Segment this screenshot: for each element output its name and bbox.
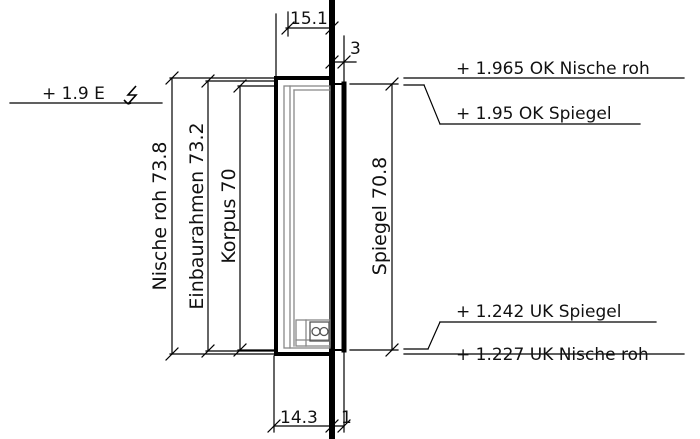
mirror-height-dimension	[349, 77, 399, 357]
lightning-bolt-icon	[123, 85, 138, 105]
bottom-width-dimension	[267, 351, 351, 433]
mirror-height-label: Spiegel 70.8	[369, 157, 391, 275]
uk-niche-level: + 1.227 UK Nische roh	[456, 345, 649, 365]
niche-raw-height-label: Nische roh 73.8	[149, 141, 171, 290]
frame-height-label: Einbaurahmen 73.2	[186, 122, 208, 309]
bottom-offset-label: 1	[341, 408, 352, 428]
vertical-dimensions-left	[165, 71, 277, 361]
top-width-dimension	[275, 11, 339, 77]
ok-niche-level: + 1.965 OK Nische roh	[456, 59, 650, 79]
mirror-offset-label: 3	[350, 39, 361, 59]
mirror-offset-dimension	[325, 35, 357, 83]
uk-mirror-level: + 1.242 UK Spiegel	[456, 302, 621, 322]
top-width-label: 15.1	[290, 9, 328, 29]
body-height-label: Korpus 70	[218, 168, 240, 263]
level-leaders	[403, 77, 685, 355]
socket-icon	[309, 321, 330, 342]
ok-mirror-level: + 1.95 OK Spiegel	[456, 104, 612, 124]
electric-level-label: + 1.9 E	[42, 84, 105, 104]
bottom-width-label: 14.3	[280, 408, 318, 428]
cabinet-body	[283, 85, 331, 349]
niche-outline	[274, 76, 334, 356]
